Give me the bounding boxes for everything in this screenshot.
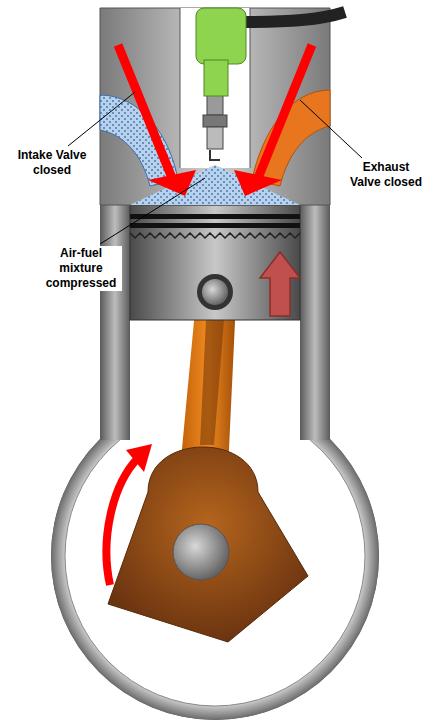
part-label: Exhaust Valve closed bbox=[344, 160, 428, 190]
part-label: Intake Valve closed bbox=[10, 148, 94, 178]
part-label: Air-fuel mixture compressed bbox=[40, 246, 122, 291]
